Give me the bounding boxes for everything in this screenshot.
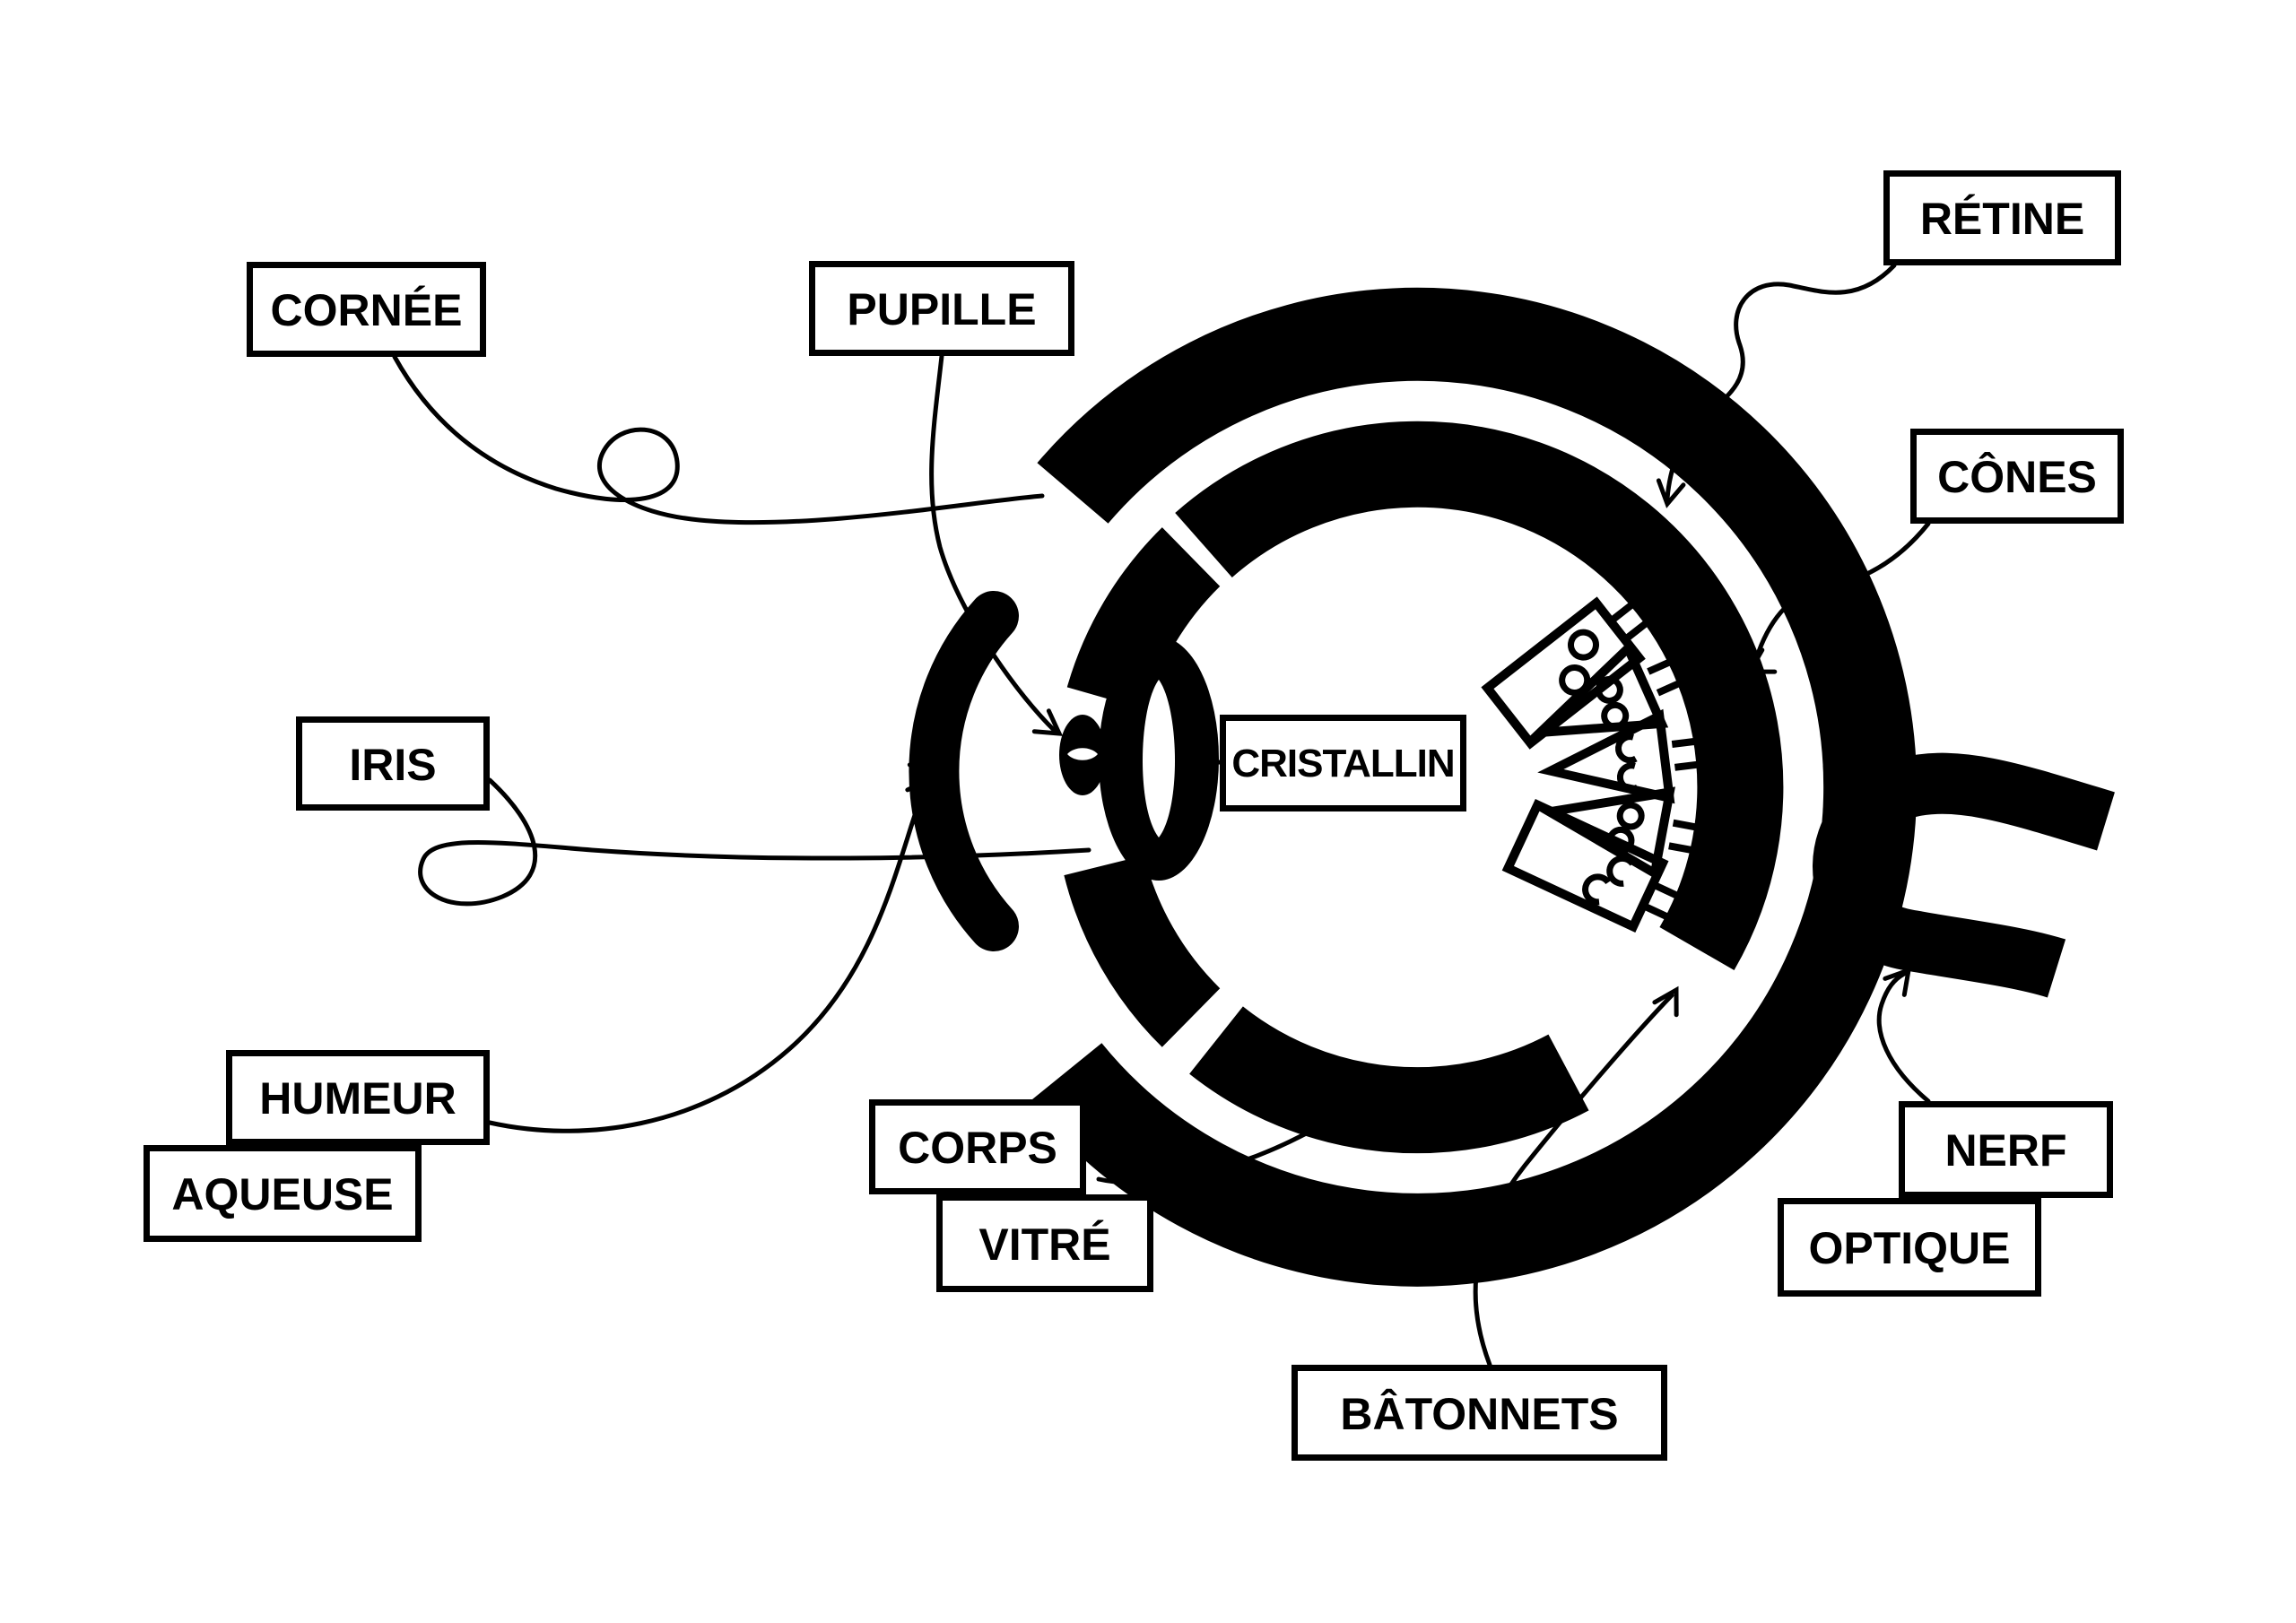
- label-pupille: PUPILLE: [809, 261, 1074, 356]
- retina-ring-lower: [1189, 1006, 1589, 1154]
- label-pupille-text: PUPILLE: [847, 284, 1037, 334]
- arrow-batonnets: [1652, 985, 1679, 1018]
- pupil-hole: [1067, 748, 1098, 760]
- leader-batonnets: [1473, 993, 1674, 1367]
- label-cornee: CORNÉE: [247, 262, 486, 357]
- label-iris: IRIS: [296, 716, 490, 811]
- arrow-humeur: [905, 762, 935, 793]
- arrowheads: [905, 478, 1912, 1118]
- cornea-arc: [909, 591, 1019, 951]
- label-humeur: HUMEUR: [226, 1050, 490, 1145]
- label-nerf: NERF: [1899, 1101, 2113, 1198]
- pupil: [1059, 715, 1106, 795]
- lens-hole: [1142, 680, 1176, 838]
- label-batonnets: BÂTONNETS: [1292, 1365, 1667, 1461]
- leader-cornee: [392, 354, 1045, 525]
- label-aqueuse-text: AQUEUSE: [171, 1169, 394, 1219]
- label-corps: CORPS: [869, 1099, 1086, 1194]
- arrow-cones: [1745, 647, 1778, 674]
- label-cristallin-text: CRISTALLIN: [1231, 742, 1455, 785]
- arrow-retine: [1656, 478, 1686, 508]
- label-iris-text: IRIS: [349, 739, 437, 790]
- label-cones-text: CÔNES: [1937, 452, 2097, 502]
- label-cones: CÔNES: [1910, 429, 2124, 524]
- leader-retine: [1665, 263, 1897, 501]
- leader-humeur-aqueuse: [487, 786, 926, 1133]
- label-retine-text: RÉTINE: [1919, 194, 2085, 244]
- label-corps-text: CORPS: [898, 1123, 1057, 1173]
- lens: [1099, 637, 1219, 881]
- leader-nerf-optique: [1876, 971, 1931, 1104]
- optic-nerve-fork: [1813, 752, 2115, 998]
- label-vitre-text: VITRÉ: [978, 1219, 1111, 1270]
- cone-middle: [1537, 708, 1706, 804]
- leader-lines: [392, 263, 1931, 1367]
- leader-iris: [418, 777, 1091, 907]
- iris-upper-band: [1066, 527, 1221, 711]
- label-optique: OPTIQUE: [1778, 1198, 2041, 1297]
- arrow-pupille: [1031, 708, 1064, 736]
- label-cristallin: CRISTALLIN: [1220, 715, 1466, 812]
- arrow-nerf: [1883, 967, 1912, 997]
- retina-ring: [1175, 421, 1784, 970]
- iris-lower-band: [1064, 855, 1221, 1047]
- rod-top: [1481, 596, 1655, 750]
- leader-pupille: [929, 353, 1057, 733]
- photoreceptors: [1481, 596, 1706, 933]
- arrow-corps-vitre: [1361, 1089, 1393, 1118]
- leader-cones: [1752, 521, 1931, 668]
- label-retine: RÉTINE: [1883, 170, 2121, 265]
- label-cornee-text: CORNÉE: [270, 285, 463, 335]
- label-nerf-text: NERF: [1944, 1125, 2067, 1176]
- label-aqueuse: AQUEUSE: [144, 1145, 422, 1242]
- label-optique-text: OPTIQUE: [1808, 1223, 2011, 1273]
- rod-bottom: [1501, 798, 1686, 933]
- cone-upper: [1527, 640, 1688, 739]
- label-vitre: VITRÉ: [936, 1194, 1153, 1292]
- leader-corps-vitre: [1096, 1095, 1386, 1185]
- label-batonnets-text: BÂTONNETS: [1340, 1388, 1619, 1439]
- label-humeur-text: HUMEUR: [259, 1073, 457, 1124]
